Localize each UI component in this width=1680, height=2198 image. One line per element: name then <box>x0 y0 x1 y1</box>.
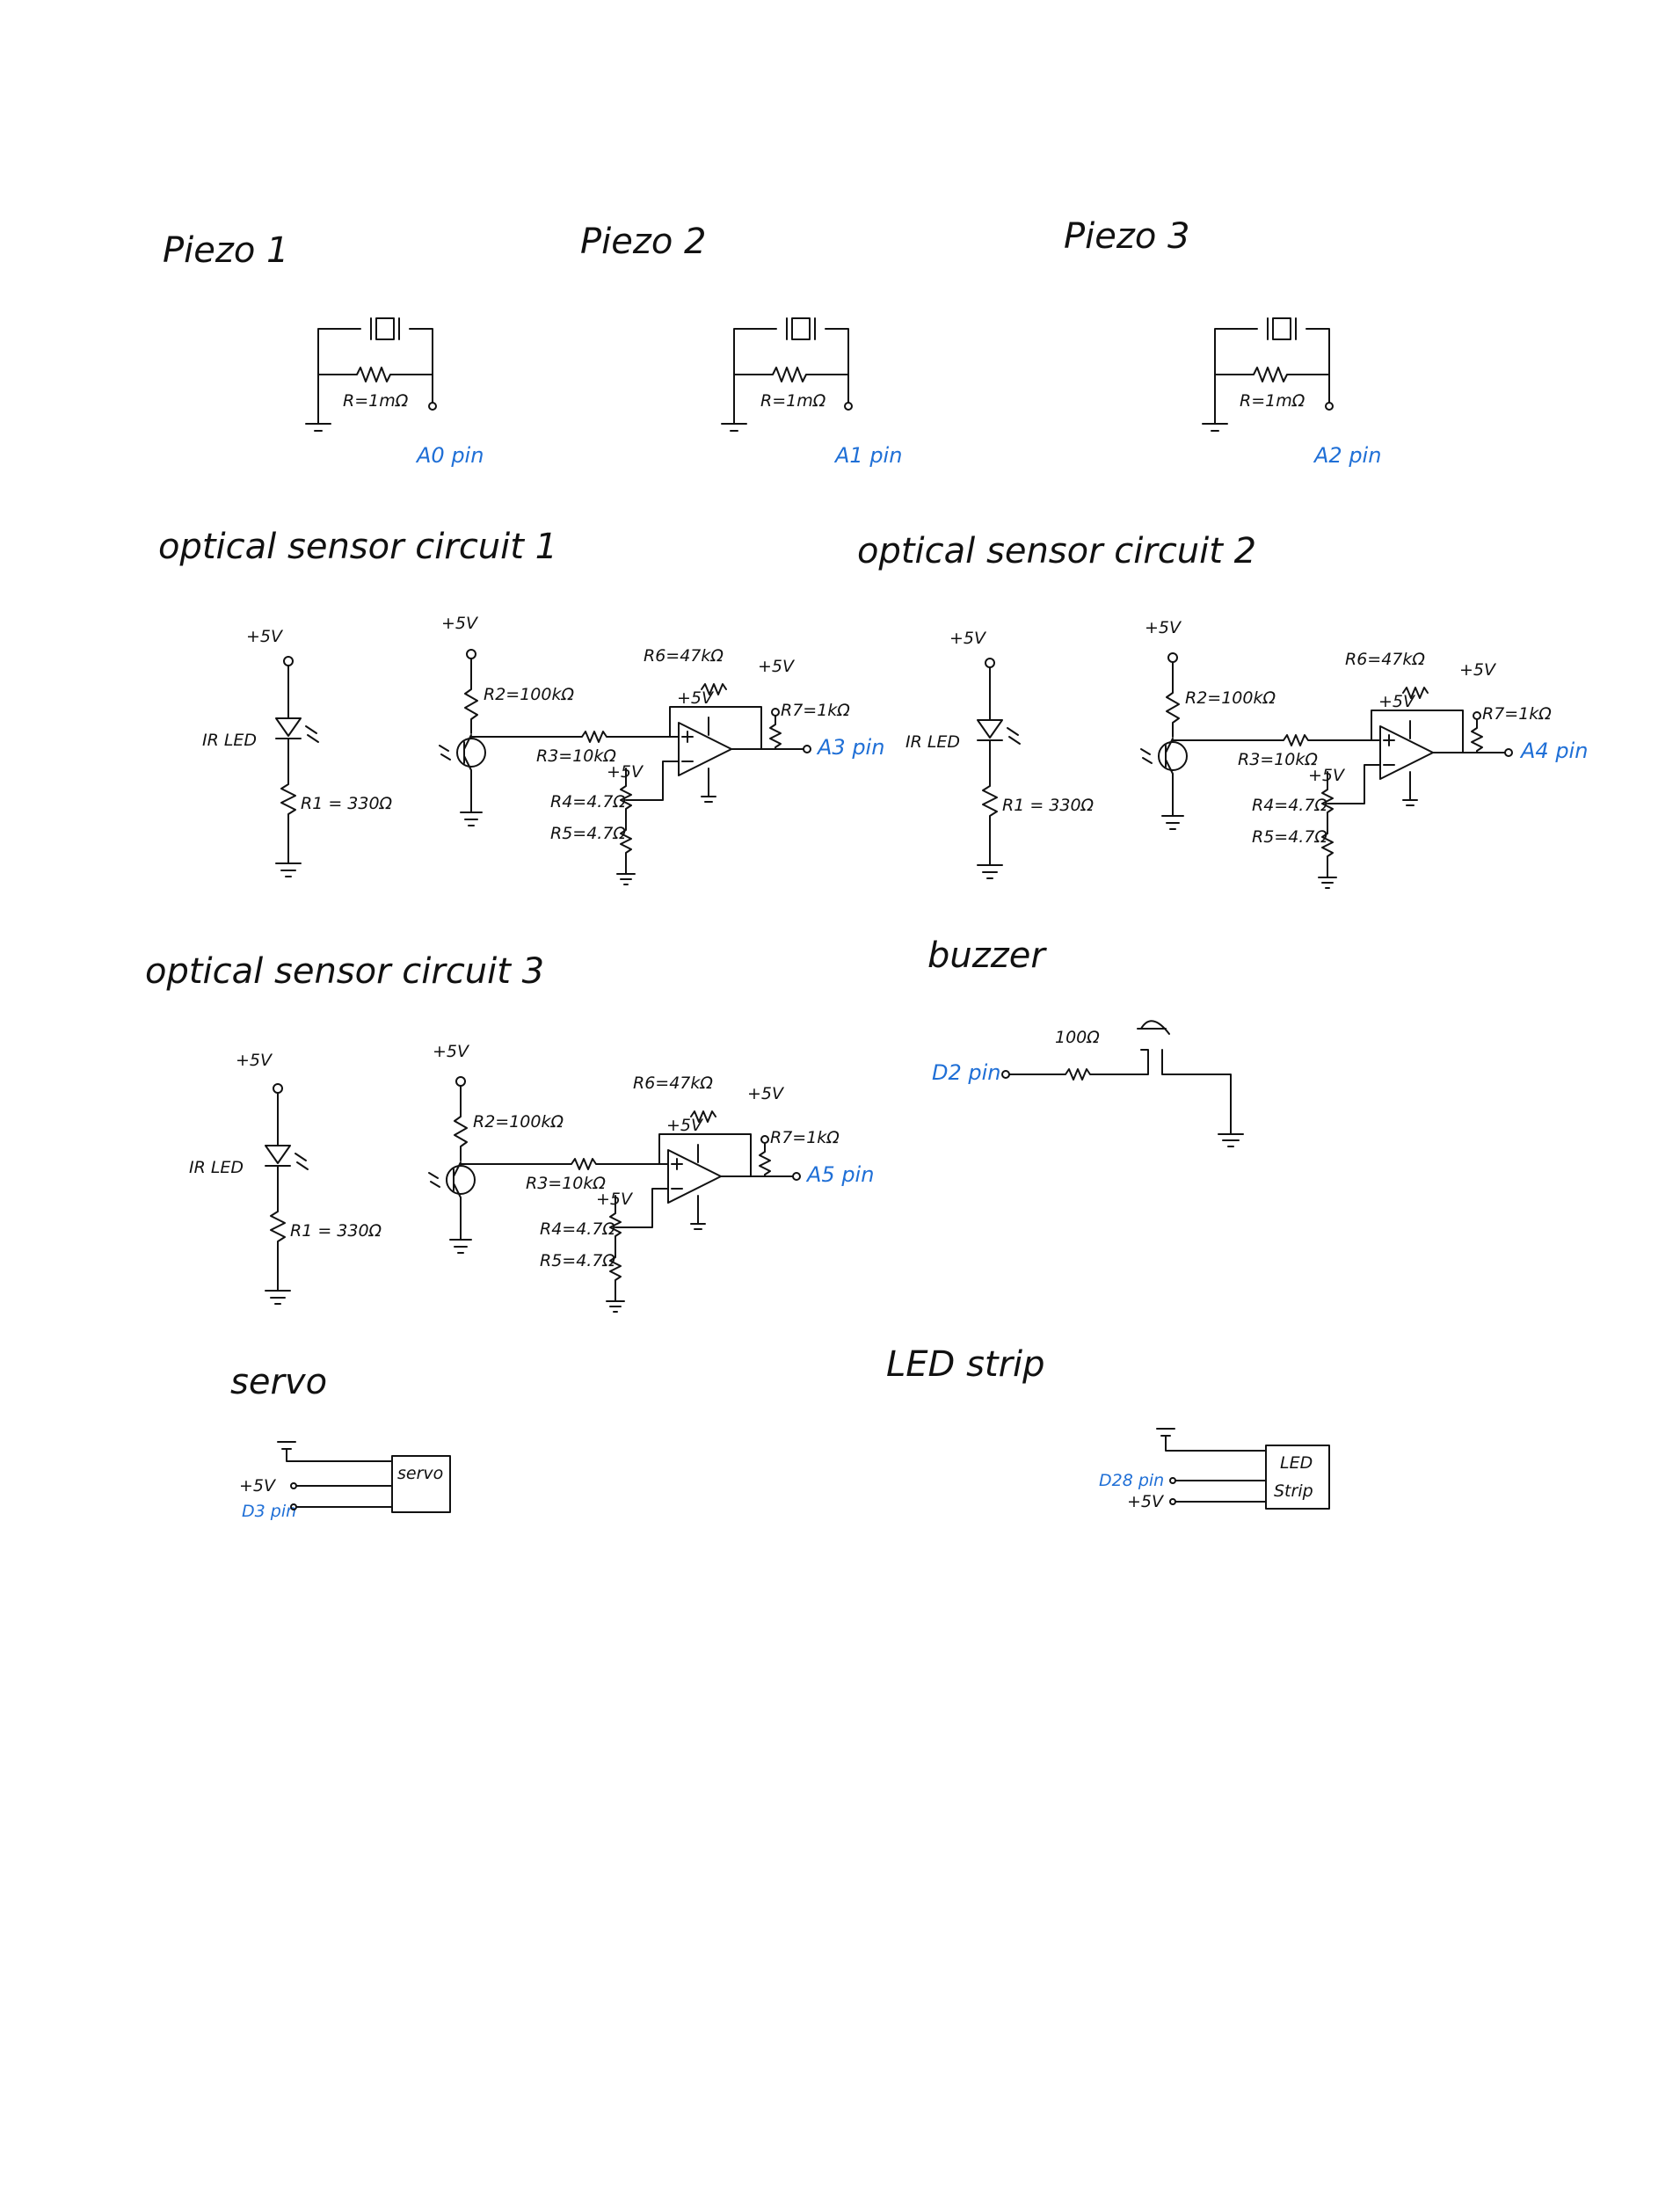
optical-2-led-supply: +5V <box>949 629 987 648</box>
led-strip-pin-label: D28 pin <box>1099 1471 1164 1490</box>
piezo-3-title: Piezo 3 <box>1064 216 1189 257</box>
optical-2-r3-label: R3=10kΩ <box>1238 750 1318 769</box>
optical-2-r1-label: R1 = 330Ω <box>1002 796 1095 815</box>
servo-supply-label: +5V <box>239 1476 277 1496</box>
optical-2-r5-label: R5=4.7Ω <box>1252 827 1327 847</box>
led-strip-title: LED strip <box>886 1344 1045 1385</box>
led-strip-supply-label: +5V <box>1127 1492 1165 1511</box>
optical-3-r3-label: R3=10kΩ <box>526 1174 606 1193</box>
optical-1-pin-label: A3 pin <box>816 735 884 760</box>
optical-sensor-circuit-1: optical sensor circuit 1 +5V IR LED R1 =… <box>158 527 884 885</box>
servo-circuit: servo servo +5V D3 pin <box>230 1362 451 1521</box>
piezo-3-resistor-label: R=1mΩ <box>1240 391 1305 411</box>
servo-pin-label: D3 pin <box>242 1502 296 1521</box>
optical-1-r7-label: R7=1kΩ <box>781 701 850 720</box>
optical-3-title: optical sensor circuit 3 <box>145 951 544 992</box>
servo-box <box>391 1455 451 1513</box>
optical-3-opamp-supply: +5V <box>666 1116 704 1135</box>
optical-1-r1-label: R1 = 330Ω <box>301 794 393 813</box>
optical-3-r5-label: R5=4.7Ω <box>540 1251 615 1270</box>
optical-3-output-supply: +5V <box>747 1084 785 1103</box>
optical-3-r2-label: R2=100kΩ <box>473 1112 564 1132</box>
optical-1-r5-label: R5=4.7Ω <box>550 824 626 843</box>
optical-2-title: optical sensor circuit 2 <box>857 531 1256 571</box>
optical-sensor-circuit-3: optical sensor circuit 3 +5V IR LED R1 =… <box>145 951 874 1313</box>
optical-1-output-supply: +5V <box>758 657 796 676</box>
optical-2-opamp-supply: +5V <box>1378 692 1416 711</box>
optical-3-r7-label: R7=1kΩ <box>770 1128 840 1147</box>
piezo-1-pin-label: A0 pin <box>415 443 484 468</box>
led-strip-box <box>1265 1445 1330 1510</box>
buzzer-resistor-label: 100Ω <box>1055 1028 1100 1047</box>
optical-2-amp-supply: +5V <box>1145 618 1182 637</box>
optical-1-negative-supply: +5V <box>607 762 644 782</box>
piezo-2-circuit: Piezo 2 R=1mΩ A1 pin <box>580 222 902 468</box>
buzzer-pin-label: D2 pin <box>932 1060 1001 1085</box>
optical-3-r6-label: R6=47kΩ <box>633 1074 713 1093</box>
optical-2-r6-label: R6=47kΩ <box>1345 650 1425 669</box>
optical-3-negative-supply: +5V <box>596 1190 634 1209</box>
optical-2-r2-label: R2=100kΩ <box>1185 688 1276 708</box>
buzzer-circuit: buzzer D2 pin 100Ω <box>927 935 1244 1147</box>
optical-sensor-circuit-2: optical sensor circuit 2 +5V IR LED R1 =… <box>857 531 1588 889</box>
piezo-1-resistor-label: R=1mΩ <box>343 391 409 411</box>
buzzer-title: buzzer <box>927 935 1047 976</box>
servo-box-label: servo <box>397 1464 443 1483</box>
led-strip-box-line2: Strip <box>1274 1481 1313 1501</box>
piezo-2-title: Piezo 2 <box>580 222 706 262</box>
led-strip-circuit: LED strip LED Strip D28 pin +5V <box>886 1344 1330 1511</box>
optical-2-led-label: IR LED <box>905 732 960 752</box>
optical-2-pin-label: A4 pin <box>1519 739 1588 763</box>
optical-1-r2-label: R2=100kΩ <box>484 685 574 704</box>
optical-2-r7-label: R7=1kΩ <box>1482 704 1552 724</box>
piezo-1-title: Piezo 1 <box>163 230 288 271</box>
piezo-2-resistor-label: R=1mΩ <box>760 391 826 411</box>
optical-1-led-supply: +5V <box>246 627 284 646</box>
optical-3-led-label: IR LED <box>189 1158 244 1177</box>
optical-1-led-label: IR LED <box>202 731 257 750</box>
optical-3-pin-label: A5 pin <box>805 1162 874 1187</box>
optical-1-r4-label: R4=4.7Ω <box>550 792 626 812</box>
piezo-3-circuit: Piezo 3 R=1mΩ A2 pin <box>1064 216 1381 468</box>
piezo-1-circuit: Piezo 1 R=1mΩ A0 pin <box>163 230 484 468</box>
optical-2-r4-label: R4=4.7Ω <box>1252 796 1327 815</box>
optical-3-led-supply: +5V <box>236 1051 273 1070</box>
piezo-2-pin-label: A1 pin <box>833 443 902 468</box>
piezo-3-pin-label: A2 pin <box>1313 443 1381 468</box>
optical-3-amp-supply: +5V <box>433 1042 470 1061</box>
optical-2-negative-supply: +5V <box>1308 766 1346 785</box>
optical-1-opamp-supply: +5V <box>677 688 715 708</box>
optical-1-r6-label: R6=47kΩ <box>644 646 724 666</box>
led-strip-box-line1: LED <box>1280 1453 1313 1473</box>
servo-title: servo <box>230 1362 327 1402</box>
optical-3-r4-label: R4=4.7Ω <box>540 1219 615 1239</box>
optical-1-amp-supply: +5V <box>441 614 479 633</box>
optical-3-r1-label: R1 = 330Ω <box>290 1221 382 1241</box>
optical-1-title: optical sensor circuit 1 <box>158 527 557 567</box>
optical-2-output-supply: +5V <box>1459 660 1497 680</box>
optical-1-r3-label: R3=10kΩ <box>536 746 616 766</box>
